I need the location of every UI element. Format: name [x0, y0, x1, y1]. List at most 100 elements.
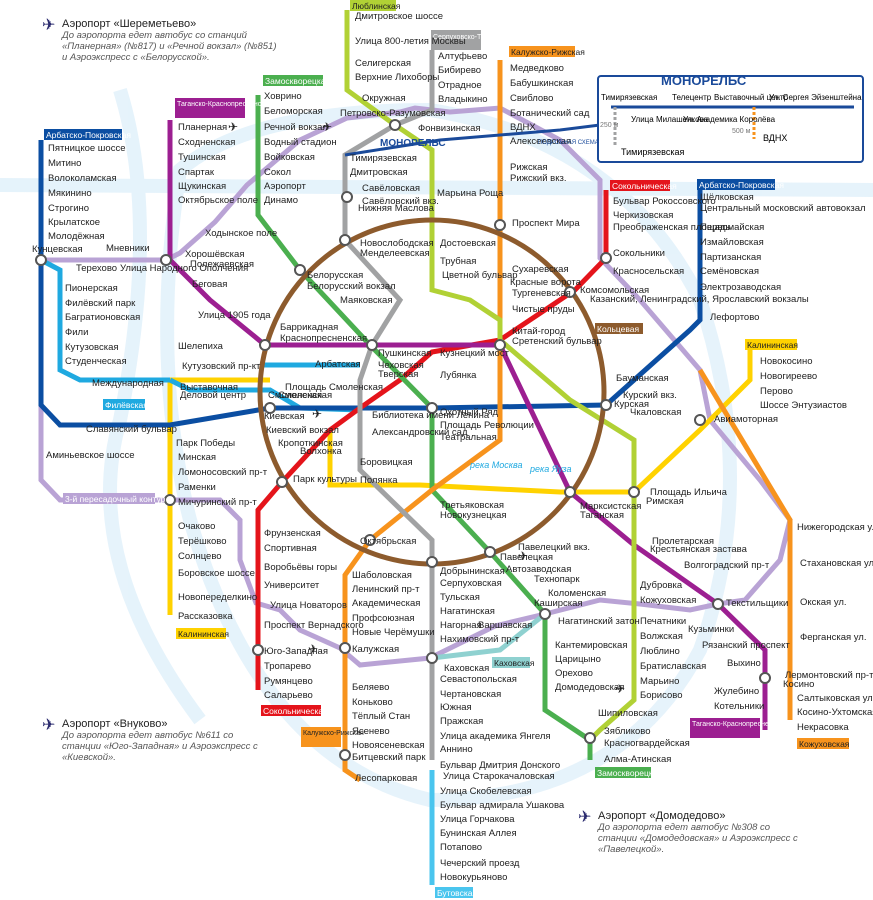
station-label[interactable]: Баррикадная — [280, 322, 338, 333]
station-label[interactable]: Деловой центр — [180, 390, 246, 401]
station-label[interactable]: Партизанская — [700, 252, 761, 263]
station-label[interactable]: Римская — [646, 496, 684, 507]
station-label[interactable]: Белорусский вокзал — [307, 281, 396, 292]
line-third-contour[interactable] — [38, 105, 793, 668]
station-label[interactable]: Марьина Роща — [437, 188, 504, 199]
station-label[interactable]: Мневники — [106, 243, 150, 254]
station-label[interactable]: Бульвар Дмитрия Донского — [440, 760, 560, 771]
station-label[interactable]: Боровское шоссе — [178, 568, 255, 579]
station-label[interactable]: Пушкинская — [378, 348, 431, 359]
station-label[interactable]: Пражская — [440, 716, 483, 727]
station-label[interactable]: Кутузовская — [65, 342, 119, 353]
station-label[interactable]: Беговая — [192, 279, 227, 290]
station-label[interactable]: Планерная — [178, 122, 227, 133]
station-label[interactable]: Алма-Атинская — [604, 754, 671, 765]
station-label[interactable]: Семёновская — [700, 266, 759, 277]
station-label[interactable]: Черкизовская — [613, 210, 673, 221]
station-label[interactable]: Белорусская — [307, 270, 363, 281]
station-label[interactable]: Щёлковская — [700, 192, 754, 203]
station-label[interactable]: Окская ул. — [800, 597, 847, 608]
station-label[interactable]: ВДНХ — [510, 122, 536, 133]
station-label[interactable]: Менделеевская — [360, 248, 430, 259]
station-label[interactable]: Пролетарская — [652, 536, 714, 547]
station-label[interactable]: Новокосино — [760, 356, 813, 367]
station-label[interactable]: Фили — [65, 327, 88, 338]
station-label[interactable]: Юго-Западная — [264, 646, 328, 657]
node-barrikadnaya[interactable] — [259, 339, 271, 351]
station-label[interactable]: Кузьминки — [688, 624, 734, 635]
station-label[interactable]: Ленинский пр-т — [352, 584, 420, 595]
station-label[interactable]: Смоленская — [268, 390, 322, 401]
station-label[interactable]: Октябрьская — [360, 536, 416, 547]
station-label[interactable]: Первомайская — [700, 222, 764, 233]
station-label[interactable]: Автозаводская — [506, 564, 571, 575]
station-label[interactable]: Цветной бульвар — [442, 270, 518, 281]
station-label[interactable]: Савёловский вкз. — [362, 196, 439, 207]
station-label[interactable]: Волоколамская — [48, 173, 117, 184]
node-tekstilshchiki[interactable] — [712, 598, 724, 610]
station-label[interactable]: Новоясеневская — [352, 740, 425, 751]
station-label[interactable]: Чкаловская — [630, 407, 681, 418]
station-label[interactable]: Отрадное — [438, 80, 482, 91]
node-pushkinskaya[interactable] — [366, 339, 378, 351]
station-label[interactable]: Терехово — [76, 263, 117, 274]
station-label[interactable]: Коломенская — [548, 588, 606, 599]
station-label[interactable]: Александровский сад — [372, 427, 468, 438]
station-label[interactable]: Ферганская ул. — [800, 632, 866, 643]
station-label[interactable]: Медведково — [510, 63, 564, 74]
station-label[interactable]: Щукинская — [178, 181, 226, 192]
monorail-inset[interactable]: МОНОРЕЛЬС Тимирязевская Улица Милашенков… — [597, 73, 864, 163]
station-label[interactable]: Выхино — [727, 658, 761, 669]
station-label[interactable]: Котельники — [714, 701, 764, 712]
station-label[interactable]: Улица академика Янгеля — [440, 731, 551, 742]
station-label[interactable]: Улица 800-летия Москвы — [355, 36, 466, 47]
station-label[interactable]: Улица Народного Ополчения — [120, 263, 248, 274]
station-label[interactable]: Волжская — [640, 631, 683, 642]
station-label[interactable]: Марьино — [640, 676, 679, 687]
station-label[interactable]: Аннино — [440, 744, 473, 755]
line-tagansko[interactable] — [167, 120, 768, 730]
station-label[interactable]: Киевский вокзал — [266, 425, 339, 436]
station-label[interactable]: Нахимовский пр-т — [440, 634, 520, 645]
node-mnevniki[interactable] — [160, 254, 172, 266]
station-label[interactable]: Косино — [783, 679, 814, 690]
station-label[interactable]: Парк Победы — [176, 438, 235, 449]
station-label[interactable]: Ховрино — [264, 91, 302, 102]
node-kuntsevskaya[interactable] — [35, 254, 47, 266]
station-label[interactable]: Варшавская — [478, 620, 532, 631]
station-label[interactable]: Чеховская — [378, 360, 424, 371]
station-label[interactable]: Динамо — [264, 195, 298, 206]
station-label[interactable]: Таганская — [580, 510, 624, 521]
station-label[interactable]: Рижская — [510, 162, 548, 173]
station-label[interactable]: Проспект Вернадского — [264, 620, 364, 631]
node-prospekt-mira[interactable] — [494, 219, 506, 231]
station-label[interactable]: Профсоюзная — [352, 613, 415, 624]
station-label[interactable]: Ломоносовский пр-т — [178, 467, 268, 478]
station-label[interactable]: Тропарево — [264, 661, 311, 672]
station-label[interactable]: Театральная — [440, 432, 497, 443]
station-label[interactable]: Окружная — [362, 93, 406, 104]
station-label[interactable]: Речной вокзал — [264, 122, 328, 133]
station-label[interactable]: Бульвар адмирала Ушакова — [440, 800, 565, 811]
station-label[interactable]: Воробьёвы горы — [264, 562, 337, 573]
station-label[interactable]: Молодёжная — [48, 231, 105, 242]
station-label[interactable]: Пионерская — [65, 283, 118, 294]
station-label[interactable]: Люблино — [640, 646, 680, 657]
station-label[interactable]: Очаково — [178, 521, 215, 532]
station-label[interactable]: Площадь Ильича — [650, 487, 728, 498]
station-label[interactable]: Дмитровская — [350, 167, 408, 178]
station-label[interactable]: Хорошёвская — [185, 249, 244, 260]
node-aviamotornaya[interactable] — [694, 414, 706, 426]
station-label[interactable]: Тёплый Стан — [352, 711, 410, 722]
monorail-scheme-label[interactable]: ПОДРОБНАЯ СХЕМА — [538, 140, 599, 146]
station-label[interactable]: Алексеевская — [510, 136, 571, 147]
station-label[interactable]: Братиславская — [640, 661, 706, 672]
station-label[interactable]: Сретенский бульвар — [512, 336, 602, 347]
station-label[interactable]: Тульская — [440, 592, 480, 603]
station-label[interactable]: Проспект Мира — [512, 218, 580, 229]
station-label[interactable]: Мичуринский пр-т — [178, 497, 257, 508]
station-label[interactable]: Орехово — [555, 668, 593, 679]
station-label[interactable]: Строгино — [48, 203, 89, 214]
station-label[interactable]: Сокол — [264, 167, 291, 178]
station-label[interactable]: Кожуховская — [640, 595, 696, 606]
